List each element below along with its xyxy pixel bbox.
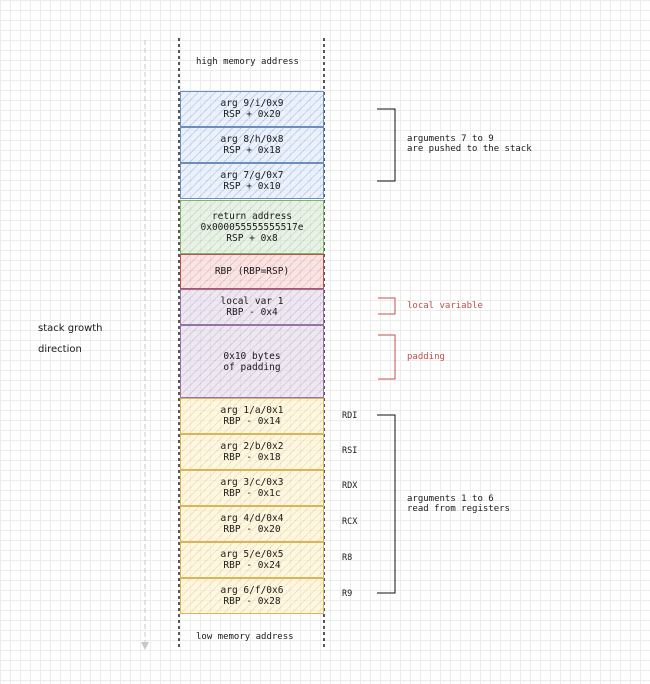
cell-text: RBP - 0x14	[223, 416, 281, 427]
stack-cell-rbp: RBP (RBP=RSP)	[180, 254, 324, 289]
padding-note: padding	[407, 352, 445, 362]
cell-text: arg 5/e/0x5	[220, 549, 284, 560]
growth-label-line-1: stack growth	[38, 323, 103, 334]
cell-text: RSP + 0x18	[223, 145, 281, 156]
cell-text: RSP + 0x20	[223, 109, 281, 120]
stack-args-bracket	[377, 108, 396, 182]
local-variable-note: local variable	[407, 301, 483, 311]
cell-text: RBP - 0x20	[223, 524, 281, 535]
register-r9: R9	[342, 589, 353, 599]
growth-label-line-2: direction	[38, 344, 82, 355]
register-rdx: RDX	[342, 481, 358, 491]
cell-text: return address	[211, 210, 293, 222]
cell-text: RBP - 0x18	[223, 452, 281, 463]
cell-text: arg 7/g/0x7	[220, 170, 284, 181]
cell-text: arg 2/b/0x2	[220, 441, 284, 452]
cell-text: arg 1/a/0x1	[220, 405, 284, 416]
local-variable-bracket	[378, 297, 396, 315]
cell-text: RBP (RBP=RSP)	[214, 266, 290, 277]
cell-text: arg 6/f/0x6	[220, 585, 284, 596]
register-args-note-line-2: read from registers	[407, 504, 510, 514]
stack-cell-arg3: arg 3/c/0x3 RBP - 0x1c	[180, 470, 324, 506]
high-memory-label: high memory address	[196, 57, 299, 67]
cell-text: 0x10 bytes	[223, 350, 281, 362]
low-memory-label: low memory address	[196, 632, 294, 642]
stack-cell-padding: 0x10 bytes of padding	[180, 325, 324, 398]
cell-text: arg 3/c/0x3	[220, 477, 284, 488]
cell-text: RBP - 0x1c	[223, 488, 281, 499]
cell-text: arg 8/h/0x8	[220, 134, 284, 145]
stack-cell-return-address: return address 0x000055555555517e RSP + …	[180, 200, 324, 254]
register-r8: R8	[342, 553, 353, 563]
cell-text: arg 4/d/0x4	[220, 513, 284, 524]
cell-text: RBP - 0x28	[223, 596, 281, 607]
register-rdi: RDI	[342, 411, 358, 421]
stack-cell-arg2: arg 2/b/0x2 RBP - 0x18	[180, 434, 324, 470]
register-rcx: RCX	[342, 517, 358, 527]
stack-args-note-line-1: arguments 7 to 9	[407, 134, 494, 144]
stack-cell-local-var: local var 1 RBP - 0x4	[180, 289, 324, 325]
cell-text: RSP + 0x10	[223, 181, 281, 192]
cell-text: of padding	[223, 361, 281, 373]
stack-cell-arg4: arg 4/d/0x4 RBP - 0x20	[180, 506, 324, 542]
register-args-note-line-1: arguments 1 to 6	[407, 494, 494, 504]
cell-text: RBP - 0x24	[223, 560, 281, 571]
stack-cell-arg5: arg 5/e/0x5 RBP - 0x24	[180, 542, 324, 578]
cell-text: local var 1	[220, 296, 284, 307]
cell-text: RSP + 0x8	[226, 232, 278, 244]
stack-cell-arg8: arg 8/h/0x8 RSP + 0x18	[180, 127, 324, 163]
cell-text: 0x000055555555517e	[200, 221, 304, 233]
cell-text: RBP - 0x4	[226, 307, 278, 318]
register-rsi: RSI	[342, 446, 358, 456]
register-args-bracket	[377, 414, 396, 594]
cell-text: arg 9/i/0x9	[220, 98, 284, 109]
stack-cell-arg1: arg 1/a/0x1 RBP - 0x14	[180, 398, 324, 434]
padding-bracket	[378, 334, 396, 380]
stack-cell-arg6: arg 6/f/0x6 RBP - 0x28	[180, 578, 324, 614]
stack-cell-arg9: arg 9/i/0x9 RSP + 0x20	[180, 91, 324, 127]
stack-cell-arg7: arg 7/g/0x7 RSP + 0x10	[180, 163, 324, 199]
stack-args-note-line-2: are pushed to the stack	[407, 144, 532, 154]
